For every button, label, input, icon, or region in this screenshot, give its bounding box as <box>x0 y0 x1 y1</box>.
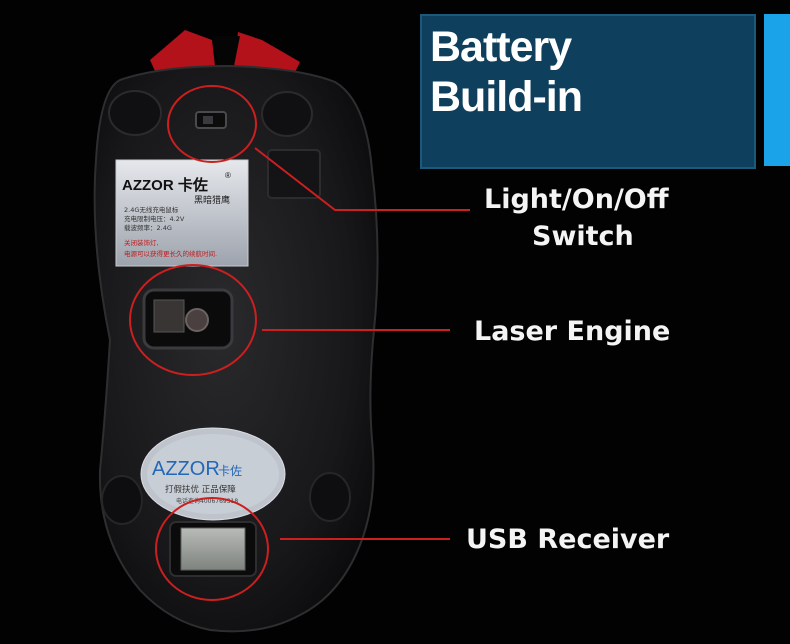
sticker-registered-mark: ® <box>225 171 231 180</box>
highlight-circle-switch <box>167 85 257 163</box>
sticker-warning-1: 关闭装饰灯, <box>124 238 159 247</box>
banner-accent-stripe <box>764 14 790 166</box>
foot-pad-top-right <box>261 91 313 137</box>
top-sticker <box>115 159 249 267</box>
battery-banner <box>420 14 756 169</box>
foot-pad-bottom-left <box>101 475 143 525</box>
usb-receiver <box>180 527 246 571</box>
authenticity-slogan: 打假扶优 正品保障 <box>165 484 236 495</box>
foot-pad-top-left <box>108 90 162 136</box>
callout-usb: USB Receiver <box>466 524 670 555</box>
highlight-circle-laser <box>129 264 257 376</box>
authenticity-phone: 电话查询4006769318 <box>176 497 238 505</box>
sticker-brand: AZZOR 卡佐 <box>122 176 208 194</box>
battery-cover <box>267 149 321 199</box>
foot-pad-bottom-right <box>309 472 351 522</box>
pointer-line-switch <box>254 147 470 211</box>
banner-title-line-1: Battery <box>430 23 572 71</box>
sticker-warning-2: 电源可以获得更长久的续航时间. <box>124 249 217 258</box>
callout-laser: Laser Engine <box>474 316 671 347</box>
callout-switch-line-1: Light/On/Off <box>484 184 669 215</box>
sticker-spec-2: 充电限制电压：4.2V <box>124 214 185 223</box>
sticker-model: 黑暗猎鹰 <box>194 194 230 206</box>
sticker-spec-1: 2.4G无线充电鼠标 <box>124 205 179 214</box>
banner-title: Battery Build-in <box>430 22 583 122</box>
authenticity-brand: AZZOR <box>152 458 220 480</box>
highlight-circle-usb <box>155 497 269 601</box>
sticker-spec-3: 载波频率：2.4G <box>124 223 172 232</box>
mouse-button-gap <box>212 36 240 66</box>
callout-switch-line-2: Switch <box>532 221 634 252</box>
authenticity-brand-cn: 卡佐 <box>218 464 242 478</box>
laser-lens <box>185 308 209 332</box>
banner-title-line-2: Build-in <box>430 73 583 121</box>
